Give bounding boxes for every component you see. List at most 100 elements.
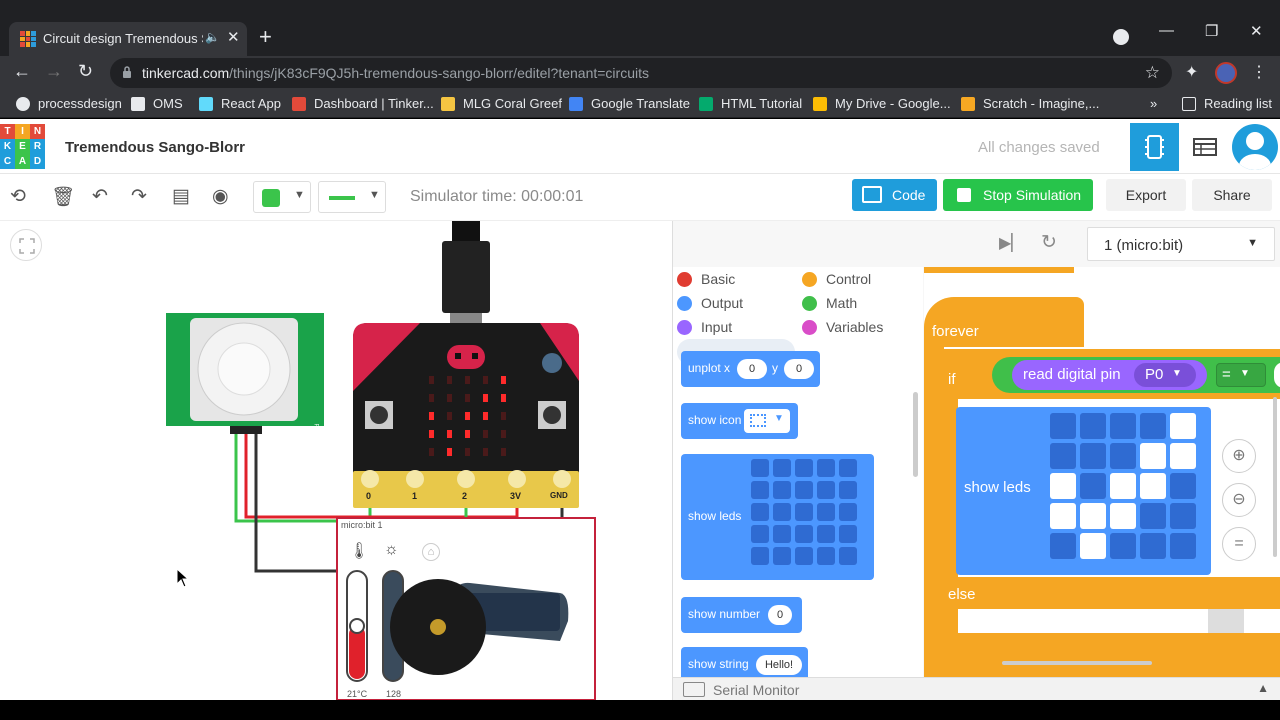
bookmark-item[interactable]: My Drive - Google... (813, 96, 951, 111)
export-button[interactable]: Export (1106, 179, 1186, 211)
led-cell[interactable] (1140, 533, 1166, 559)
browser-tab-active[interactable]: Circuit design Tremendous S 🔈 ✕ (9, 22, 247, 56)
serial-monitor-bar[interactable]: Serial Monitor ▲ (673, 677, 1280, 700)
led-cell[interactable] (1140, 503, 1166, 529)
new-tab-icon[interactable]: + (259, 24, 272, 49)
profile-avatar[interactable] (1215, 62, 1237, 84)
extensions-icon[interactable]: ✦ (1185, 64, 1199, 81)
category-control[interactable]: Control (802, 271, 871, 287)
led-cell[interactable] (773, 525, 791, 543)
led-cell[interactable] (1080, 413, 1106, 439)
led-cell[interactable] (1050, 443, 1076, 469)
component-list-button[interactable] (1180, 123, 1229, 171)
led-cell[interactable] (1110, 443, 1136, 469)
led-cell[interactable] (817, 459, 835, 477)
value-input[interactable] (1274, 362, 1280, 388)
led-cell[interactable] (1170, 503, 1196, 529)
reload-icon[interactable]: ↻ (78, 61, 94, 81)
project-title[interactable]: Tremendous Sango-Blorr (65, 139, 246, 156)
share-button[interactable]: Share (1192, 179, 1272, 211)
restart-icon[interactable]: ↻ (1041, 232, 1057, 253)
wire-type-picker[interactable]: ▼ (318, 181, 386, 213)
led-cell[interactable] (1170, 533, 1196, 559)
led-cell[interactable] (1050, 413, 1076, 439)
zoom-in-button[interactable]: ⊕ (1222, 439, 1256, 473)
bookmark-item[interactable]: Google Translate (569, 96, 690, 111)
led-cell[interactable] (751, 503, 769, 521)
led-cell[interactable] (1140, 413, 1166, 439)
led-cell[interactable] (1170, 473, 1196, 499)
led-cell[interactable] (773, 459, 791, 477)
led-cell[interactable] (1140, 443, 1166, 469)
bookmark-item[interactable]: React App (199, 96, 281, 111)
forward-icon[interactable]: → (45, 61, 63, 81)
code-button[interactable]: Code (852, 179, 937, 211)
pir-sensor[interactable] (166, 313, 324, 434)
visibility-icon[interactable]: ◉ (212, 186, 229, 207)
menu-dots-icon[interactable]: ⋮ (1251, 64, 1267, 81)
led-cell[interactable] (795, 525, 813, 543)
led-cell[interactable] (1080, 503, 1106, 529)
led-cell[interactable] (773, 503, 791, 521)
rotate-icon[interactable]: ⟲ (10, 186, 26, 207)
led-cell[interactable] (817, 481, 835, 499)
category-basic[interactable]: Basic (677, 271, 735, 287)
led-cell[interactable] (1080, 533, 1106, 559)
led-cell[interactable] (751, 525, 769, 543)
bookmark-item[interactable]: Scratch - Imagine,... (961, 96, 1099, 111)
show-icon-block[interactable]: show icon ▼ (681, 403, 798, 439)
category-input[interactable]: Input (677, 319, 732, 335)
led-cell[interactable] (1110, 413, 1136, 439)
zoom-out-button[interactable]: ⊖ (1222, 483, 1256, 517)
led-cell[interactable] (795, 459, 813, 477)
operator-dropdown[interactable] (1216, 363, 1266, 387)
x-input[interactable]: 0 (737, 359, 767, 379)
color-picker[interactable]: ▼ (253, 181, 311, 213)
workspace-scrollbar-h[interactable] (1002, 661, 1152, 665)
led-cell[interactable] (839, 459, 857, 477)
stop-simulation-button[interactable]: Stop Simulation (943, 179, 1093, 211)
tab-close-icon[interactable]: ✕ (227, 29, 240, 46)
bookmarks-more-button[interactable]: » (1150, 96, 1158, 111)
led-cell[interactable] (773, 547, 791, 565)
show-number-block[interactable]: show number 0 (681, 597, 802, 633)
category-output[interactable]: Output (677, 295, 743, 311)
device-select[interactable]: 1 (micro:bit)▼ (1087, 227, 1275, 261)
led-cell[interactable] (1110, 533, 1136, 559)
unplot-block[interactable]: unplot x 0 y 0 (681, 351, 820, 387)
show-string-block[interactable]: show string Hello! (681, 647, 808, 677)
tinkercad-logo[interactable]: T I N K E R C A D (0, 124, 45, 169)
led-cell[interactable] (1050, 533, 1076, 559)
led-cell[interactable] (795, 481, 813, 499)
y-input[interactable]: 0 (784, 359, 814, 379)
workspace-scrollbar-v[interactable] (1273, 397, 1277, 557)
led-cell[interactable] (817, 525, 835, 543)
category-math[interactable]: Math (802, 295, 857, 311)
user-avatar[interactable] (1232, 124, 1278, 170)
light-icon[interactable]: ☼ (384, 541, 399, 558)
led-cell[interactable] (839, 525, 857, 543)
led-cell[interactable] (1110, 473, 1136, 499)
string-input[interactable]: Hello! (756, 655, 802, 675)
led-cell[interactable] (751, 481, 769, 499)
bookmark-star-icon[interactable]: ☆ (1144, 63, 1160, 82)
led-cell[interactable] (795, 503, 813, 521)
step-icon[interactable]: ▶▏ (999, 235, 1024, 252)
number-input[interactable]: 0 (768, 605, 792, 625)
bookmark-item[interactable]: OMS (131, 96, 183, 111)
led-cell[interactable] (751, 547, 769, 565)
bookmark-item[interactable]: HTML Tutorial (699, 96, 802, 111)
bookmark-item[interactable]: MLG Coral Greef (441, 96, 562, 111)
led-cell[interactable] (795, 547, 813, 565)
microbit-sim-panel[interactable] (336, 517, 596, 700)
speaker-icon[interactable]: 🔈 (205, 30, 220, 44)
zoom-reset-button[interactable]: = (1222, 527, 1256, 561)
bookmark-item[interactable]: processdesign (16, 96, 122, 111)
led-cell[interactable] (1110, 503, 1136, 529)
led-cell[interactable] (839, 547, 857, 565)
notes-icon[interactable]: ▤ (172, 186, 190, 207)
led-cell[interactable] (1170, 413, 1196, 439)
back-icon[interactable]: ← (13, 61, 31, 81)
undo-icon[interactable]: ↶ (92, 186, 108, 207)
pin-dropdown[interactable] (1134, 363, 1196, 387)
